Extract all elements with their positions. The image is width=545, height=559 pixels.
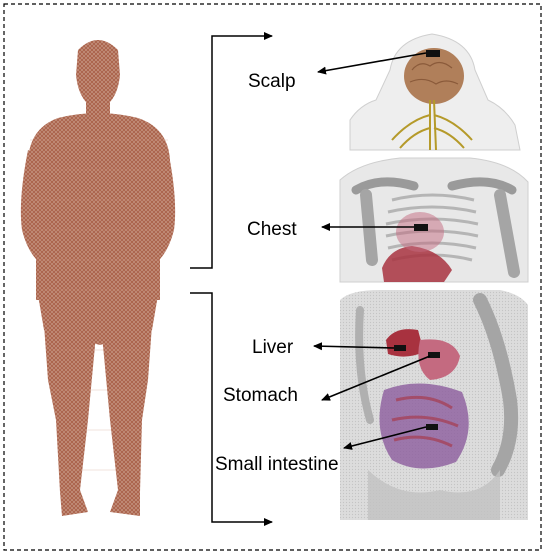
lower-bracket <box>190 293 272 522</box>
label-small-intestine: Small intestine <box>215 455 339 474</box>
head-panel <box>350 34 520 150</box>
abdomen-panel <box>340 290 528 520</box>
label-scalp: Scalp <box>248 72 296 91</box>
label-liver: Liver <box>252 338 293 357</box>
label-chest: Chest <box>247 220 297 239</box>
chest-panel <box>340 158 528 282</box>
full-body-phantom <box>21 40 175 516</box>
label-stomach: Stomach <box>223 386 298 405</box>
